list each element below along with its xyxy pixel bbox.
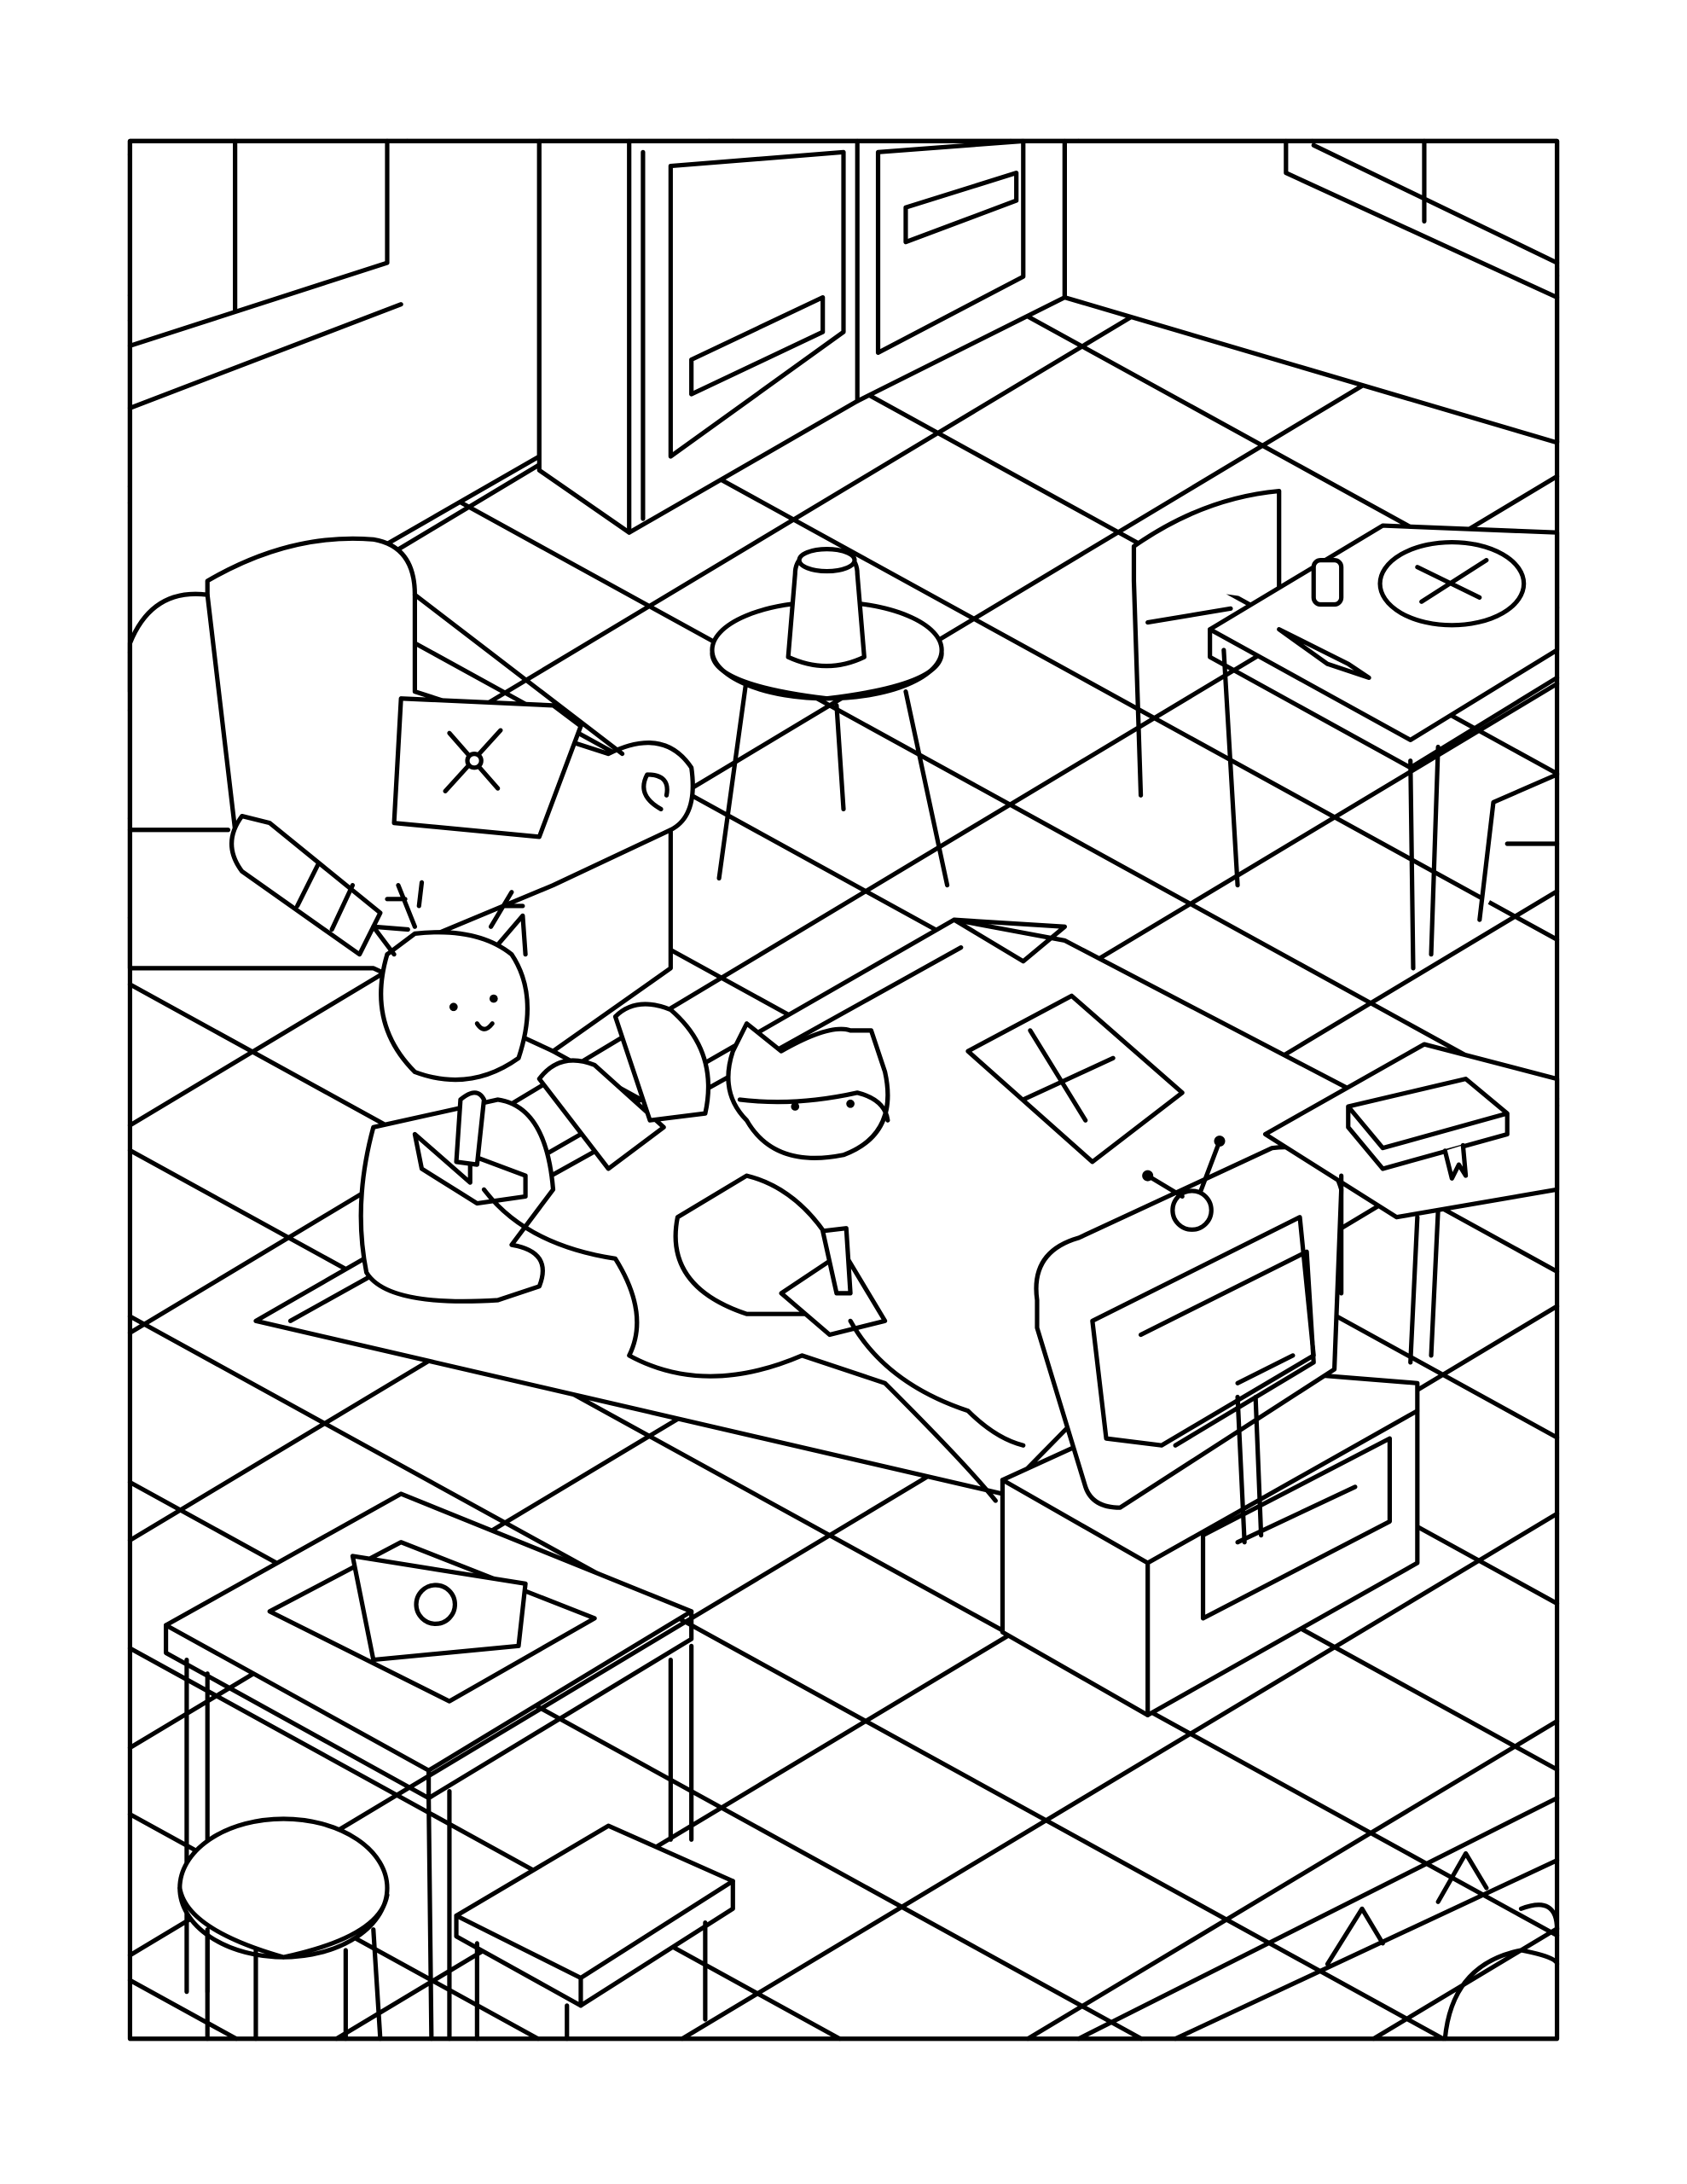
floor-tile-line	[127, 1646, 843, 2042]
floor-tile-line	[127, 1978, 239, 2042]
stools	[177, 1816, 735, 2042]
side-table-lamp	[710, 547, 950, 888]
deer-character	[358, 880, 998, 1503]
end-table-record	[163, 1491, 694, 2042]
floor-tile-line	[1025, 1718, 1560, 2042]
armchair-sofa	[127, 536, 695, 1054]
floor-tile-line	[680, 1511, 1560, 2042]
television	[1034, 1136, 1344, 1545]
raccoon-character	[536, 1002, 1026, 1448]
dining-table	[1131, 488, 1560, 971]
frame-border	[127, 138, 1560, 2042]
